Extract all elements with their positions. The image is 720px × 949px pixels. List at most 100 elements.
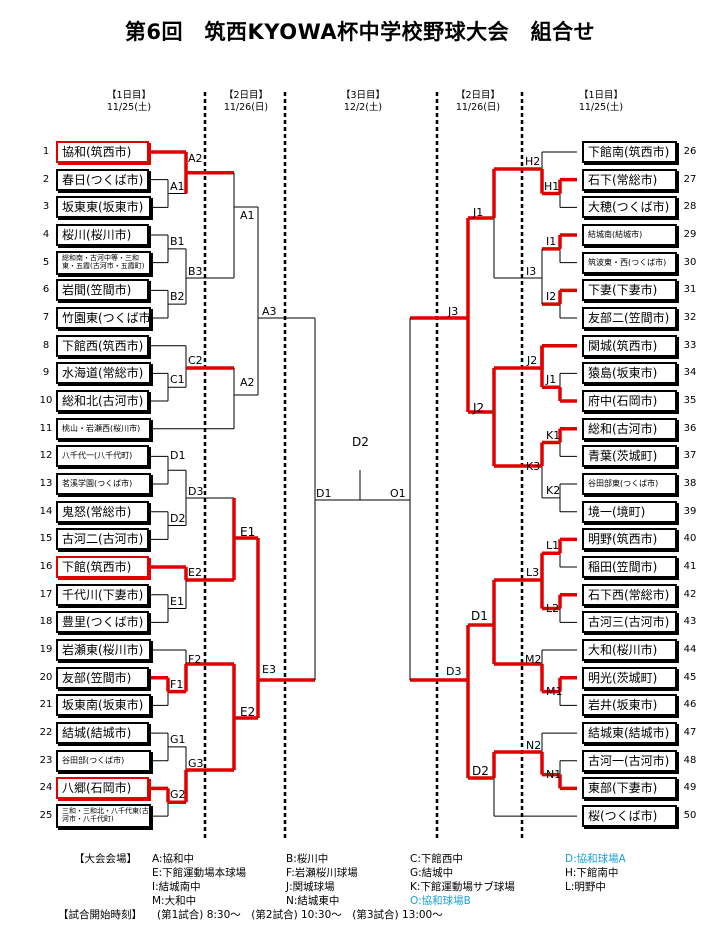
game-label: A1 xyxy=(240,209,255,222)
team-box: 大和(桜川市) xyxy=(582,639,677,662)
team-number: 50 xyxy=(683,810,697,822)
game-label: B2 xyxy=(170,290,185,304)
team-box: 境一(境町) xyxy=(582,500,677,523)
day-label: 【1日目】 xyxy=(578,90,624,101)
time-legend-title: 【試合開始時刻】 xyxy=(58,909,142,921)
team-number: 40 xyxy=(683,533,697,545)
team-box: 豊里(つくば市) xyxy=(56,611,149,634)
team-number: 25 xyxy=(39,810,53,822)
team-box: 春日(つくば市) xyxy=(56,168,149,191)
team-box: 猿島(坂東市) xyxy=(582,362,677,385)
team-number: 8 xyxy=(42,339,50,351)
venue-legend-title: 【大会会場】 xyxy=(74,853,137,865)
team-box: 古河三(古河市) xyxy=(582,611,677,634)
game-label: J1 xyxy=(473,206,484,219)
team-number: 33 xyxy=(683,339,697,351)
team-box: 明光(茨城町) xyxy=(582,666,677,689)
venue-legend-item: L:明野中 xyxy=(565,881,606,893)
team-box: 岩井(坂東市) xyxy=(582,694,677,717)
game-label: A1 xyxy=(170,179,185,193)
game-label: D3 xyxy=(446,665,462,678)
game-label: J2 xyxy=(527,354,538,367)
game-label: E2 xyxy=(188,566,202,579)
team-box: 千代川(下妻市) xyxy=(56,583,149,606)
team-number: 18 xyxy=(39,616,53,628)
game-label: D1 xyxy=(170,449,186,463)
venue-legend-item: D:協和球場A xyxy=(565,853,626,865)
team-box: 桜(つくば市) xyxy=(582,805,677,828)
game-label: E2 xyxy=(240,705,256,719)
team-number: 3 xyxy=(42,201,50,213)
day-label: 【2日目】 xyxy=(455,90,501,101)
team-number: 1 xyxy=(42,146,50,157)
team-box: 坂東東(坂東市) xyxy=(56,196,151,219)
team-box: 岩瀬東(桜川市) xyxy=(56,639,151,662)
venue-legend-item: K:下館運動場サブ球場 xyxy=(410,881,515,893)
game-label: B1 xyxy=(170,234,185,248)
team-number: 13 xyxy=(39,478,53,490)
venue-legend-item: C:下館西中 xyxy=(410,853,463,865)
venue-legend-item: M:大和中 xyxy=(152,895,197,907)
date-label: 11/26(日) xyxy=(223,102,269,113)
team-number: 27 xyxy=(683,173,697,185)
team-box: 友部二(笠間市) xyxy=(582,307,677,330)
team-box: 結城南(結城市) xyxy=(582,224,677,246)
game-label: E1 xyxy=(240,525,256,539)
game-label: D1 xyxy=(471,609,488,623)
team-box: 谷田部(つくば市) xyxy=(56,749,151,772)
team-box: 関城(筑西市) xyxy=(582,334,677,357)
game-label: D2 xyxy=(352,435,369,449)
team-number: 39 xyxy=(683,505,697,517)
game-label: D3 xyxy=(188,485,204,498)
team-number: 22 xyxy=(39,727,53,739)
team-number: 16 xyxy=(39,561,53,573)
team-box: 大穂(つくば市) xyxy=(582,196,677,219)
game-label: M1 xyxy=(546,684,563,698)
team-box: 八千代一(八千代町) xyxy=(56,445,149,468)
team-box: 竹園東(つくば市) xyxy=(56,307,151,330)
team-number: 37 xyxy=(683,450,697,462)
game-label: H2 xyxy=(525,155,541,168)
team-box: 下館(筑西市) xyxy=(56,556,149,579)
game-label: D2 xyxy=(472,764,489,778)
game-label: J3 xyxy=(448,305,459,318)
team-number: 4 xyxy=(42,229,50,240)
game-label: D2 xyxy=(170,511,186,525)
team-number: 24 xyxy=(39,782,53,794)
team-number: 36 xyxy=(683,422,697,434)
team-box: 下館南(筑西市) xyxy=(582,141,677,163)
team-number: 6 xyxy=(42,284,50,296)
game-label: L1 xyxy=(546,539,560,553)
game-label: E3 xyxy=(262,663,276,676)
game-label: A2 xyxy=(188,152,203,165)
game-label: G1 xyxy=(170,732,186,746)
game-label: L2 xyxy=(546,601,560,615)
team-box: 総和(古河市) xyxy=(582,417,677,440)
venue-legend-item: H:下館南中 xyxy=(565,867,619,879)
game-label: K3 xyxy=(526,460,541,473)
game-label: D1 xyxy=(316,487,332,500)
team-box: 水海道(常総市) xyxy=(56,362,151,385)
team-number: 29 xyxy=(683,229,697,240)
venue-legend-item: G:結城中 xyxy=(410,867,454,879)
team-number: 7 xyxy=(42,312,50,324)
time-legend-text: (第1試合) 8:30～ (第2試合) 10:30～ (第3試合) 13:00～ xyxy=(157,909,443,921)
game-label: E1 xyxy=(170,594,184,608)
team-box: 茗溪学園(つくば市) xyxy=(56,473,151,496)
team-box: 石下(常総市) xyxy=(582,168,677,191)
team-number: 34 xyxy=(683,367,697,379)
day-header-day3: 【3日目】 12/2(土) xyxy=(318,90,408,114)
game-label: K1 xyxy=(546,428,561,442)
team-number: 43 xyxy=(683,616,697,628)
team-box: 筑波東・西(つくば市) xyxy=(582,251,677,274)
team-number: 30 xyxy=(683,256,697,268)
team-box: 稲田(笠間市) xyxy=(582,556,677,579)
team-number: 38 xyxy=(683,478,697,490)
team-box: 東部(下妻市) xyxy=(582,777,677,800)
team-number: 45 xyxy=(683,671,697,683)
team-number: 15 xyxy=(39,533,53,545)
game-label: A2 xyxy=(240,376,255,389)
team-number: 11 xyxy=(39,422,53,434)
game-label: J2 xyxy=(473,401,485,415)
date-label: 11/25(土) xyxy=(106,102,152,113)
